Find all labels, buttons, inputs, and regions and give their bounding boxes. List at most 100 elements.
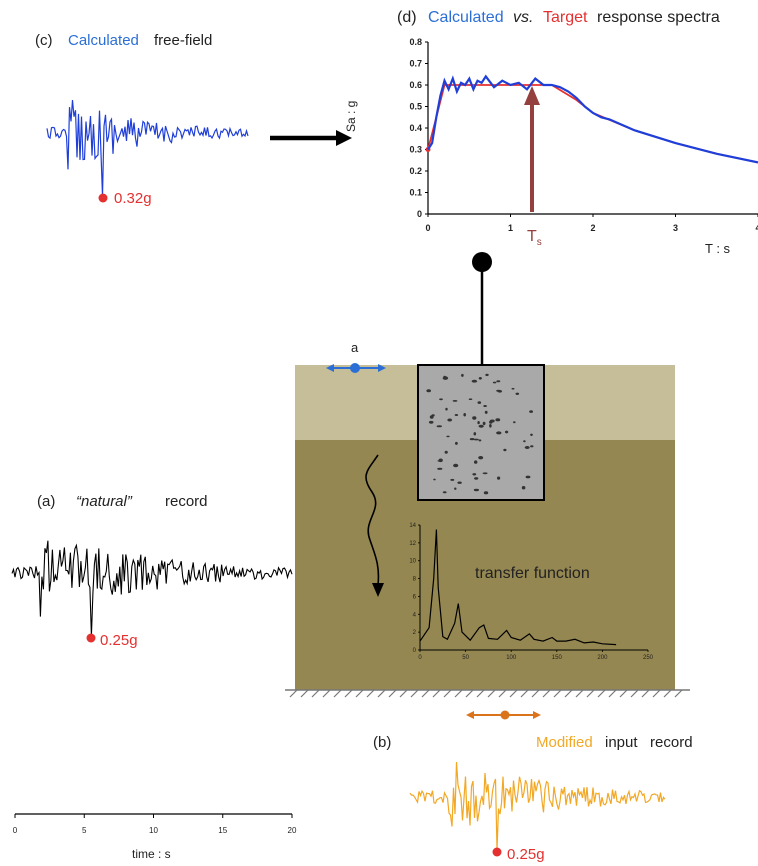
hatch-line [465,689,474,698]
speckle [483,405,487,407]
speckle [482,421,486,426]
concrete-speckles [426,373,534,495]
y-tick-label: 0.1 [409,188,422,198]
tf-y-tick-label: 0 [413,648,417,654]
time-tick-label: 0 [13,826,18,835]
speckle [472,473,477,476]
speckle [463,413,467,417]
hatch-line [663,689,672,698]
hatch-line [355,689,364,698]
hatch-line [421,689,430,698]
spectra-ticks: 00.10.20.30.40.50.60.70.801234 [409,37,758,233]
speckle [443,375,446,378]
hatch-line [652,689,661,698]
speckle [521,486,526,490]
speckle [477,421,480,425]
speckle [468,398,473,401]
free-field-time-history [46,99,249,197]
transfer-function-label: transfer function [475,565,590,582]
x-tick-label: 0 [425,223,430,233]
hatch-line [509,689,518,698]
speckle [478,424,484,428]
transfer-function-curve [419,529,617,646]
speckle [530,433,533,436]
flow-arrow [270,130,352,146]
x-tick-label: 1 [508,223,513,233]
wave-propagation-arrow [365,454,380,586]
speckle [438,458,443,463]
y-tick-label: 0 [417,209,422,219]
tf-x-tick-label: 100 [506,655,517,661]
hatch-line [564,689,573,698]
hatch-line [289,689,298,698]
speckle [454,414,459,416]
tf-y-tick-label: 6 [413,594,417,600]
hatch-line [531,689,540,698]
time-tick-label: 15 [218,826,227,835]
speckle [461,373,464,377]
speckle [496,431,502,435]
speckle [485,373,489,377]
hatch-line [377,689,386,698]
panel-c-free-field: free-field [154,32,213,49]
hatch-line [476,689,485,698]
y-tick-label: 0.7 [409,59,422,69]
hatch-line [410,689,419,698]
speckle [503,448,507,452]
speckle [452,400,458,402]
speckle [473,438,479,441]
y-tick-label: 0.2 [409,166,422,176]
hatch-line [597,689,606,698]
natural-peak-dot [86,633,96,643]
surface-motion-marker [326,363,386,373]
speckle [474,477,479,480]
speckle [515,392,520,395]
speckle [445,407,448,411]
hatch-line [674,689,683,698]
x-tick-label: 3 [673,223,678,233]
natural-peak-value: 0.25g [100,632,138,649]
speckle [483,491,489,495]
panel-a-natural: “natural” [76,493,132,510]
hatch-line [443,689,452,698]
speckle [478,439,482,442]
speckle [473,432,477,436]
hatch-line [641,689,650,698]
hatch-line [300,689,309,698]
speckle [489,424,492,428]
x-tick-label: 4 [755,223,758,233]
panel-d-target: Target [543,9,588,26]
speckle [450,478,455,481]
tf-y-tick-label: 4 [413,612,417,618]
hatch-line [333,689,342,698]
input-motion-marker [466,710,541,720]
speckle [453,463,459,468]
hatch-line [366,689,375,698]
hatch-line [454,689,463,698]
panel-d-calculated: Calculated [428,9,504,26]
structure-mass [472,252,492,272]
free-field-peak-dot [98,193,108,203]
hatch-line [322,689,331,698]
panel-c-label: (c) [35,32,53,49]
y-tick-label: 0.5 [409,102,422,112]
foundation-block [417,364,545,501]
speckle [529,410,533,413]
speckle [495,418,501,422]
modified-peak-dot [492,847,502,857]
y-tick-label: 0.3 [409,145,422,155]
speckle [523,440,526,443]
speckle [436,425,442,428]
speckle [478,377,482,380]
hatch-line [630,689,639,698]
modified-peak-value: 0.25g [507,846,545,863]
hatch-line [311,689,320,698]
speckle [469,438,475,441]
tf-y-tick-label: 10 [409,559,416,565]
speckle [525,475,531,479]
panel-c-calculated: Calculated [68,32,139,49]
speckle [477,401,482,404]
speckle [524,446,530,449]
